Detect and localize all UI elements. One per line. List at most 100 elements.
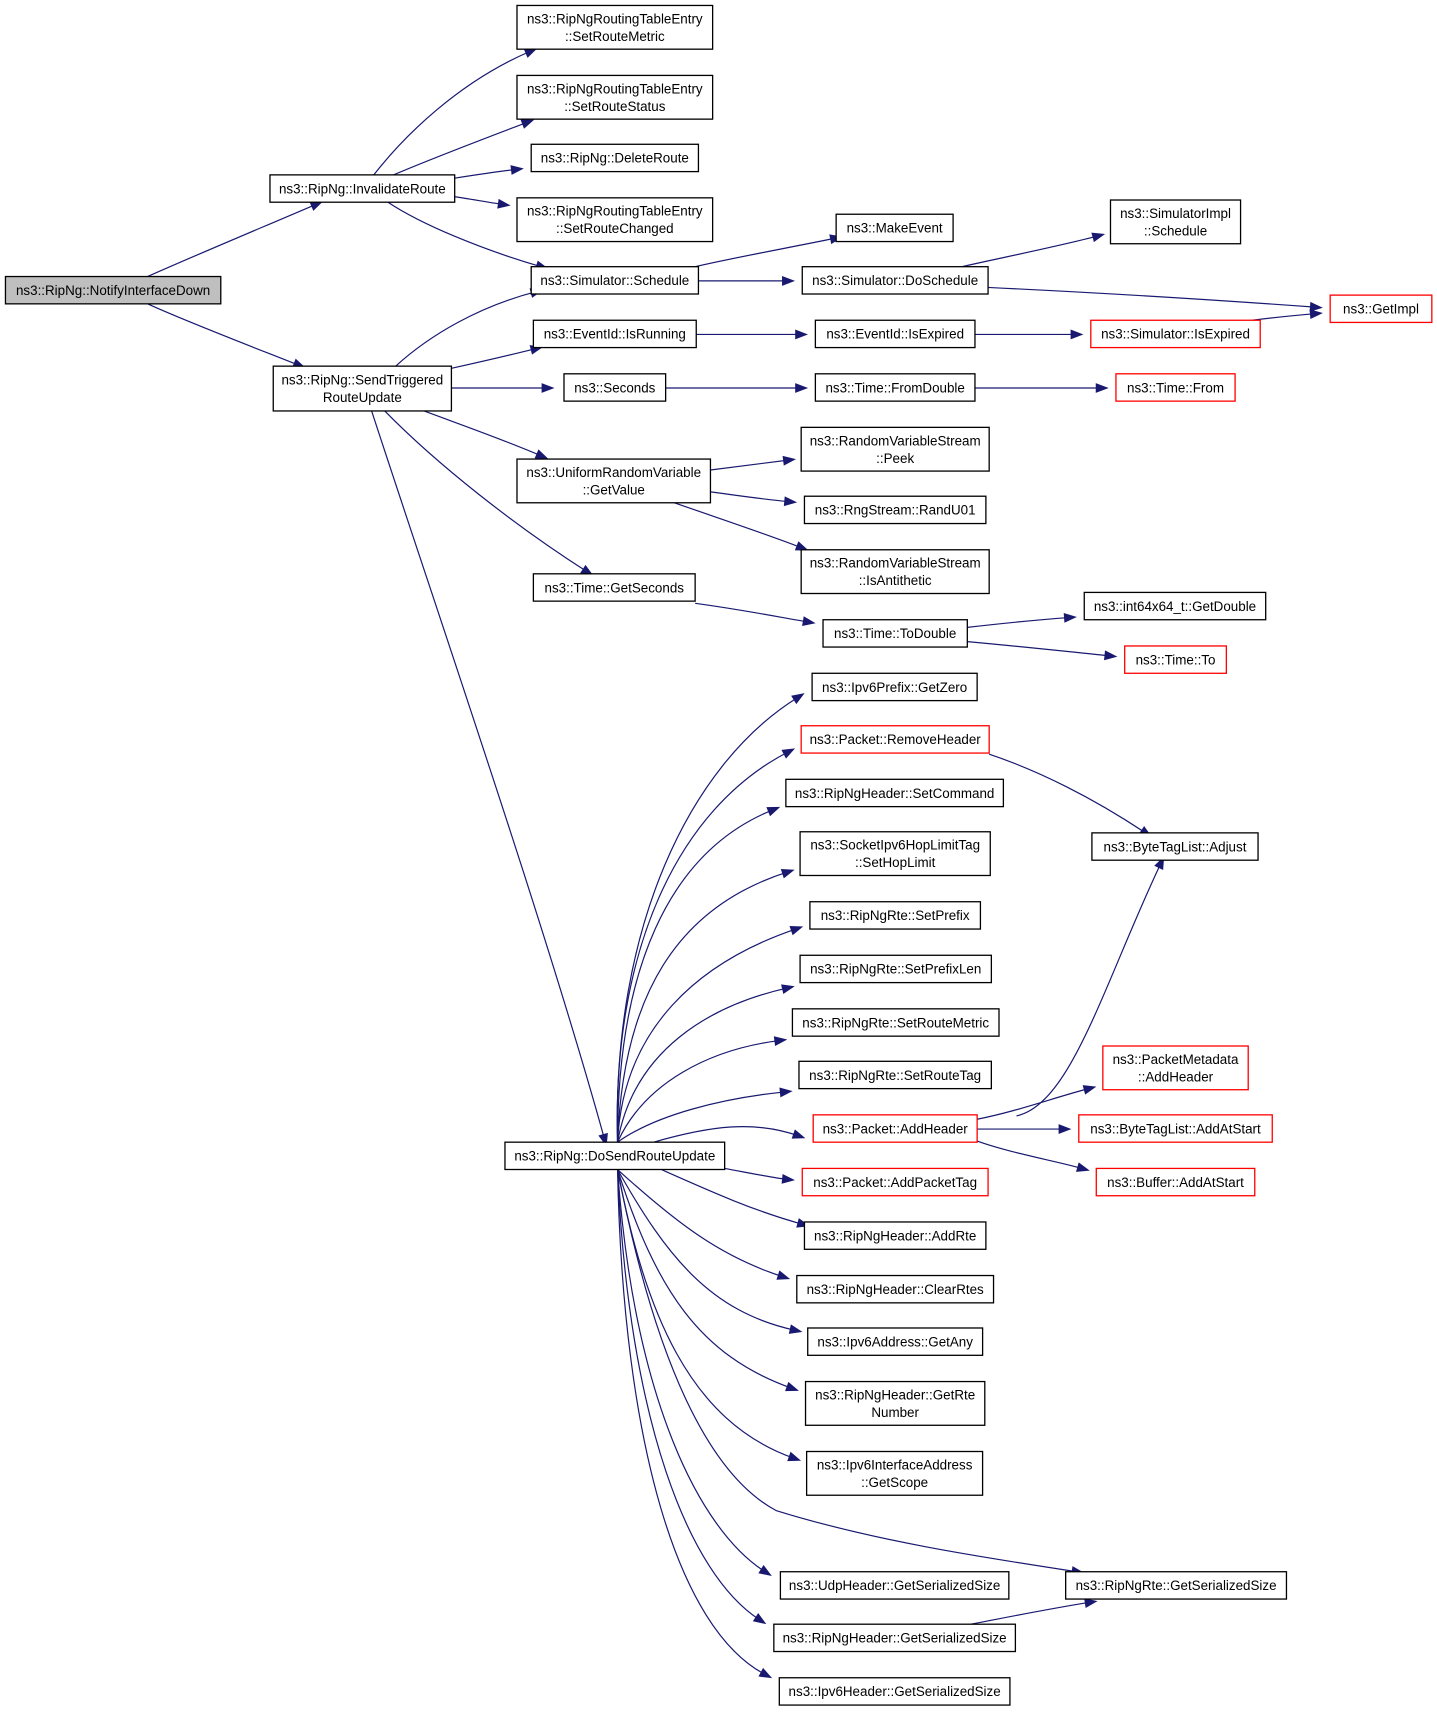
node-pmaddheader[interactable]: ns3::PacketMetadata::AddHeader — [1102, 1045, 1249, 1091]
node-box-deleteroute[interactable] — [530, 143, 700, 173]
node-bufaddatstart[interactable]: ns3::Buffer::AddAtStart — [1095, 1167, 1256, 1197]
node-box-getscope[interactable] — [805, 1450, 984, 1496]
node-box-btladdatstart[interactable] — [1078, 1114, 1273, 1143]
node-seconds[interactable]: ns3::Seconds — [563, 373, 667, 402]
node-peek[interactable]: ns3::RandomVariableStream::Peek — [800, 426, 990, 472]
node-setchanged[interactable]: ns3::RipNgRoutingTableEntry::SetRouteCha… — [516, 197, 714, 243]
node-isexpired[interactable]: ns3::EventId::IsExpired — [814, 319, 976, 349]
node-getzero[interactable]: ns3::Ipv6Prefix::GetZero — [811, 672, 978, 702]
node-urvget[interactable]: ns3::UniformRandomVariable::GetValue — [516, 458, 712, 504]
node-box-adjust[interactable] — [1091, 832, 1259, 861]
node-box-setroutetag[interactable] — [798, 1060, 992, 1090]
node-box-fromdouble[interactable] — [814, 373, 976, 402]
node-box-getany[interactable] — [807, 1327, 984, 1356]
node-getscope[interactable]: ns3::Ipv6InterfaceAddress::GetScope — [805, 1450, 984, 1496]
node-addheader[interactable]: ns3::Packet::AddHeader — [812, 1114, 978, 1143]
node-box-rtesetmetric[interactable] — [791, 1008, 1000, 1037]
node-getseconds[interactable]: ns3::Time::GetSeconds — [532, 573, 696, 602]
node-btladdatstart[interactable]: ns3::ByteTagList::AddAtStart — [1078, 1114, 1273, 1143]
node-isrunning[interactable]: ns3::EventId::IsRunning — [532, 319, 697, 349]
node-box-getrtenum[interactable] — [804, 1380, 986, 1426]
node-hdrsize[interactable]: ns3::RipNgHeader::GetSerializedSize — [773, 1623, 1017, 1653]
node-box-seconds[interactable] — [563, 373, 667, 402]
node-box-getimpl[interactable] — [1329, 294, 1433, 324]
node-box-isanti[interactable] — [800, 549, 990, 595]
node-adjust[interactable]: ns3::ByteTagList::Adjust — [1091, 832, 1259, 861]
node-doschedule[interactable]: ns3::Simulator::DoSchedule — [801, 266, 989, 295]
node-box-removeheader[interactable] — [800, 725, 990, 754]
node-todouble[interactable]: ns3::Time::ToDouble — [822, 619, 968, 648]
node-addpackettag[interactable]: ns3::Packet::AddPacketTag — [801, 1167, 989, 1197]
node-schedule[interactable]: ns3::Simulator::Schedule — [530, 266, 700, 295]
node-setroutetag[interactable]: ns3::RipNgRte::SetRouteTag — [798, 1060, 992, 1090]
node-timefrom[interactable]: ns3::Time::From — [1115, 373, 1236, 402]
node-box-peek[interactable] — [800, 426, 990, 472]
node-isanti[interactable]: ns3::RandomVariableStream::IsAntithetic — [800, 549, 990, 595]
node-box-simexpired[interactable] — [1090, 319, 1261, 349]
node-clearrtes[interactable]: ns3::RipNgHeader::ClearRtes — [796, 1274, 995, 1304]
node-box-udpsize[interactable] — [779, 1571, 1010, 1600]
node-box-invalidate[interactable] — [269, 174, 456, 203]
node-box-randu01[interactable] — [803, 495, 987, 525]
node-udpsize[interactable]: ns3::UdpHeader::GetSerializedSize — [779, 1571, 1010, 1600]
node-box-sethoplimit[interactable] — [799, 831, 991, 877]
node-box-schedule[interactable] — [530, 266, 700, 295]
node-box-setstatus[interactable] — [516, 74, 714, 120]
node-box-addheader[interactable] — [812, 1114, 978, 1143]
node-box-dosend[interactable] — [504, 1141, 726, 1171]
node-box-urvget[interactable] — [516, 458, 712, 504]
node-getany[interactable]: ns3::Ipv6Address::GetAny — [807, 1327, 984, 1356]
node-setmetric[interactable]: ns3::RipNgRoutingTableEntry::SetRouteMet… — [516, 4, 714, 50]
node-box-todouble[interactable] — [822, 619, 968, 648]
node-simimpl[interactable]: ns3::SimulatorImpl::Schedule — [1109, 199, 1242, 245]
node-box-timeto[interactable] — [1124, 645, 1227, 674]
node-box-clearrtes[interactable] — [796, 1274, 995, 1304]
node-addrte[interactable]: ns3::RipNgHeader::AddRte — [803, 1221, 987, 1250]
node-setprefixlen[interactable]: ns3::RipNgRte::SetPrefixLen — [799, 954, 993, 984]
node-ipv6size[interactable]: ns3::Ipv6Header::GetSerializedSize — [778, 1677, 1011, 1706]
node-box-bufaddatstart[interactable] — [1095, 1167, 1256, 1197]
node-setcommand[interactable]: ns3::RipNgHeader::SetCommand — [785, 778, 1005, 808]
node-box-setcommand[interactable] — [785, 778, 1005, 808]
node-box-rtesize[interactable] — [1065, 1571, 1288, 1600]
node-box-doschedule[interactable] — [801, 266, 989, 295]
node-getdouble[interactable]: ns3::int64x64_t::GetDouble — [1083, 591, 1267, 621]
node-rtesetmetric[interactable]: ns3::RipNgRte::SetRouteMetric — [791, 1008, 1000, 1037]
node-box-makeevent[interactable] — [835, 213, 954, 243]
node-box-sendtrig[interactable] — [272, 365, 453, 412]
node-randu01[interactable]: ns3::RngStream::RandU01 — [803, 495, 987, 525]
node-box-isexpired[interactable] — [814, 319, 976, 349]
node-setstatus[interactable]: ns3::RipNgRoutingTableEntry::SetRouteSta… — [516, 74, 714, 120]
node-sethoplimit[interactable]: ns3::SocketIpv6HopLimitTag::SetHopLimit — [799, 831, 991, 877]
node-removeheader[interactable]: ns3::Packet::RemoveHeader — [800, 725, 990, 754]
node-fromdouble[interactable]: ns3::Time::FromDouble — [814, 373, 976, 402]
node-makeevent[interactable]: ns3::MakeEvent — [835, 213, 954, 243]
node-box-isrunning[interactable] — [532, 319, 697, 349]
node-box-notify[interactable] — [4, 275, 222, 305]
node-box-getdouble[interactable] — [1083, 591, 1267, 621]
node-notify[interactable]: ns3::RipNg::NotifyInterfaceDown — [4, 275, 222, 305]
node-invalidate[interactable]: ns3::RipNg::InvalidateRoute — [269, 174, 456, 203]
node-box-simimpl[interactable] — [1109, 199, 1242, 245]
node-box-ipv6size[interactable] — [778, 1677, 1011, 1706]
node-box-setprefixlen[interactable] — [799, 954, 993, 984]
node-box-getseconds[interactable] — [532, 573, 696, 602]
node-setprefix[interactable]: ns3::RipNgRte::SetPrefix — [809, 901, 982, 930]
node-getimpl[interactable]: ns3::GetImpl — [1329, 294, 1433, 324]
node-timeto[interactable]: ns3::Time::To — [1124, 645, 1227, 674]
node-box-timefrom[interactable] — [1115, 373, 1236, 402]
node-box-setchanged[interactable] — [516, 197, 714, 243]
node-rtesize[interactable]: ns3::RipNgRte::GetSerializedSize — [1065, 1571, 1288, 1600]
node-simexpired[interactable]: ns3::Simulator::IsExpired — [1090, 319, 1261, 349]
node-deleteroute[interactable]: ns3::RipNg::DeleteRoute — [530, 143, 700, 173]
node-box-addpackettag[interactable] — [801, 1167, 989, 1197]
node-box-hdrsize[interactable] — [773, 1623, 1017, 1653]
node-box-setmetric[interactable] — [516, 4, 714, 50]
node-box-pmaddheader[interactable] — [1102, 1045, 1249, 1091]
node-box-setprefix[interactable] — [809, 901, 982, 930]
node-box-getzero[interactable] — [811, 672, 978, 702]
node-box-addrte[interactable] — [803, 1221, 987, 1250]
node-dosend[interactable]: ns3::RipNg::DoSendRouteUpdate — [504, 1141, 726, 1171]
